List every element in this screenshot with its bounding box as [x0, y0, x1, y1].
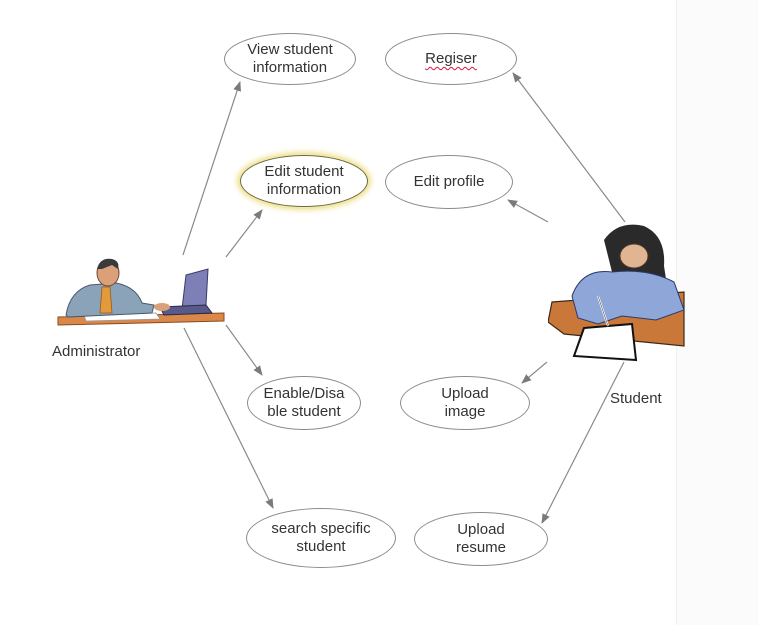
usecase-label: search specific: [271, 520, 371, 537]
actor-label-administrator: Administrator: [52, 343, 141, 360]
usecase-label: Edit student: [264, 163, 344, 180]
usecase-label: Edit profile: [413, 173, 485, 190]
usecase-label: Upload: [441, 385, 489, 402]
arrow-student-uploadimage: [521, 361, 548, 384]
arrow-admin-search: [183, 327, 274, 509]
arrow-admin-edit: [225, 209, 263, 258]
man-at-laptop-icon: [57, 258, 225, 326]
usecase-label: information: [252, 59, 328, 76]
arrow-admin-enable: [225, 324, 263, 376]
usecase-label: information: [266, 181, 342, 198]
usecase-register[interactable]: Regiser: [385, 33, 517, 85]
usecase-label: Upload: [457, 521, 505, 538]
arrow-student-uploadresume: [541, 361, 625, 524]
usecase-edit-profile[interactable]: Edit profile: [385, 155, 513, 209]
actor-label-student: Student: [610, 390, 662, 407]
usecase-label: image: [444, 403, 486, 420]
usecase-label: student: [296, 538, 346, 555]
usecase-label: resume: [455, 539, 507, 556]
usecase-label: View student: [247, 41, 333, 58]
usecase-label: Regiser: [425, 50, 477, 67]
usecase-label: Enable/Disa: [263, 385, 345, 402]
arrow-admin-view: [182, 81, 241, 256]
arrow-student-register: [512, 72, 626, 223]
arrow-student-editprofile: [507, 199, 549, 223]
usecase-label: ble student: [267, 403, 341, 420]
student-writing-icon: [548, 224, 685, 362]
